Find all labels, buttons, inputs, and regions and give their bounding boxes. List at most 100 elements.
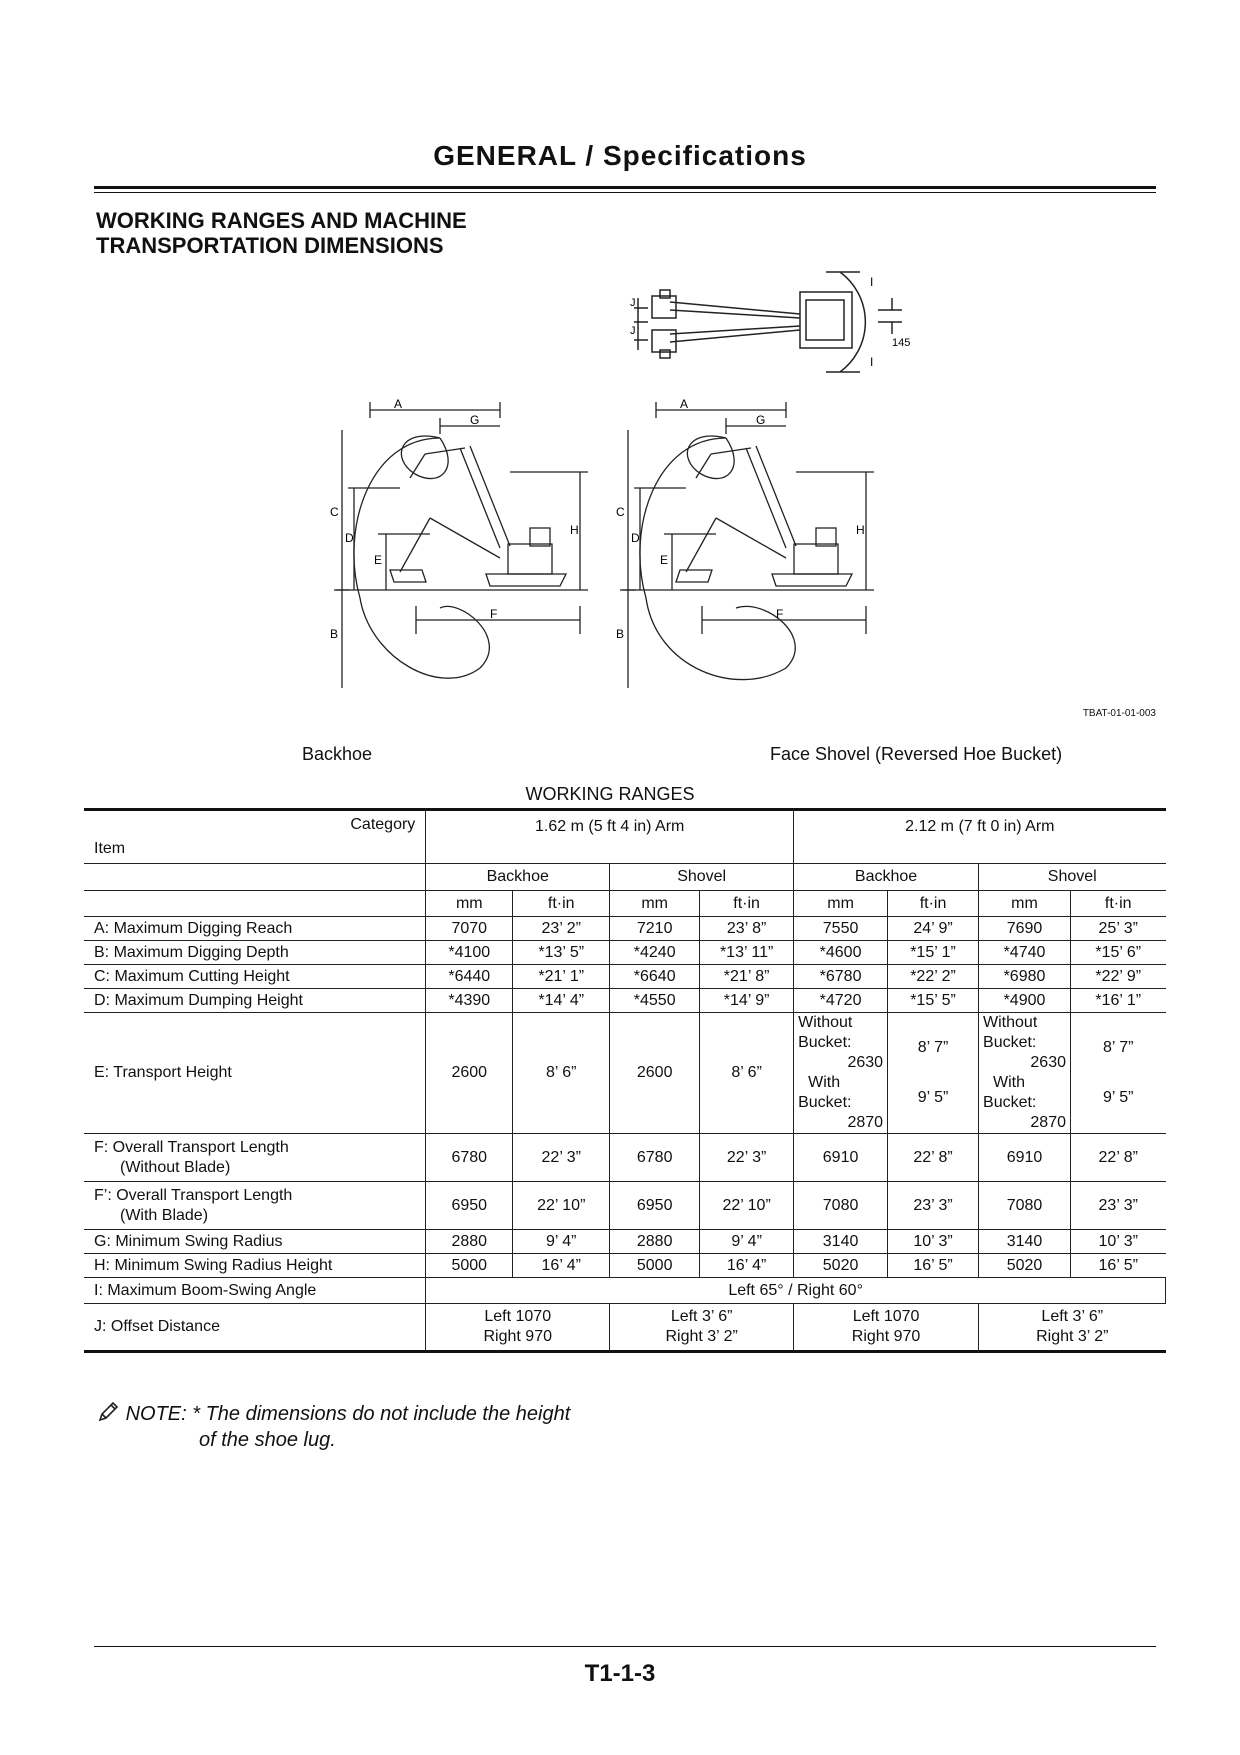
unit-mm: mm bbox=[793, 890, 889, 917]
cell: 6950 bbox=[425, 1181, 514, 1230]
empty-cell bbox=[84, 863, 427, 891]
offset-left: Left 3’ 6” bbox=[670, 1308, 733, 1325]
table-row: F’: Overall Transport Length(With Blade)… bbox=[84, 1181, 1166, 1230]
cell: *4100 bbox=[425, 940, 514, 965]
cell: *21’ 8” bbox=[699, 964, 795, 989]
label-g: G bbox=[470, 413, 479, 427]
cell: *6780 bbox=[793, 964, 889, 989]
cell: *4390 bbox=[425, 988, 514, 1013]
row-item: A: Maximum Digging Reach bbox=[84, 916, 427, 941]
shovel-header-2: Shovel bbox=[978, 863, 1166, 891]
top-view-diagram: I I J J 145 bbox=[630, 271, 910, 373]
cell: *4720 bbox=[793, 988, 889, 1013]
cell: 22’ 10” bbox=[512, 1181, 611, 1230]
with-label: With bbox=[993, 1074, 1026, 1091]
note-line-1: * The dimensions do not include the heig… bbox=[192, 1403, 571, 1425]
label-f: F bbox=[776, 607, 783, 621]
cell: *4600 bbox=[793, 940, 889, 965]
header-rule bbox=[94, 186, 1156, 189]
cell: 7080 bbox=[793, 1181, 889, 1230]
transport-height-ftin-cell: 8’ 7” 9’ 5” bbox=[1069, 1012, 1166, 1134]
offset-cell: Left 3’ 6” Right 3’ 2” bbox=[609, 1303, 795, 1353]
cell: 6950 bbox=[609, 1181, 701, 1230]
arm-1-header: 1.62 m (5 ft 4 in) Arm bbox=[425, 808, 795, 864]
cell: *16’ 1” bbox=[1069, 988, 1166, 1013]
cell: 16’ 4” bbox=[699, 1253, 795, 1278]
note: NOTE: * The dimensions do not include th… bbox=[96, 1400, 570, 1453]
caption-face-shovel: Face Shovel (Reversed Hoe Bucket) bbox=[770, 744, 1063, 764]
cell: 5000 bbox=[425, 1253, 514, 1278]
label-h: H bbox=[856, 523, 865, 537]
cell: 5020 bbox=[978, 1253, 1071, 1278]
label-a: A bbox=[680, 398, 688, 411]
transport-height-ftin-cell: 8’ 7” 9’ 5” bbox=[887, 1012, 980, 1134]
row-item-sub: (Without Blade) bbox=[120, 1158, 231, 1176]
label-c: C bbox=[616, 505, 625, 519]
offset-right: Right 3’ 2” bbox=[1036, 1328, 1109, 1345]
row-item: F: Overall Transport Length(Without Blad… bbox=[84, 1133, 427, 1182]
cell: 9’ 4” bbox=[699, 1229, 795, 1254]
label-c: C bbox=[330, 505, 339, 519]
row-item-label: F’: Overall Transport Length bbox=[94, 1186, 293, 1204]
unit-ftin: ft·in bbox=[699, 890, 795, 917]
table-row-transport-height: E: Transport Height 2600 8’ 6” 2600 8’ 6… bbox=[84, 1012, 1166, 1134]
empty-cell bbox=[84, 890, 427, 917]
cell: 16’ 5” bbox=[1069, 1253, 1166, 1278]
cell: 7210 bbox=[609, 916, 701, 941]
label-b: B bbox=[616, 627, 624, 641]
offset-cell: Left 3’ 6”Right 3’ 2” bbox=[978, 1303, 1166, 1353]
row-item: B: Maximum Digging Depth bbox=[84, 940, 427, 965]
unit-ftin: ft·in bbox=[1069, 890, 1166, 917]
item-label: Item bbox=[94, 840, 126, 857]
table-row: F: Overall Transport Length(Without Blad… bbox=[84, 1133, 1166, 1182]
cell: 16’ 5” bbox=[887, 1253, 980, 1278]
face-shovel-side-view: A G C D E H F B bbox=[616, 398, 874, 688]
cell: *15’ 6” bbox=[1069, 940, 1166, 965]
shovel-header-1: Shovel bbox=[609, 863, 795, 891]
label-g: G bbox=[756, 413, 765, 427]
cell: 7080 bbox=[978, 1181, 1071, 1230]
offset-left: Left 1070 bbox=[852, 1308, 920, 1325]
cell: *15’ 1” bbox=[887, 940, 980, 965]
note-label: NOTE: bbox=[125, 1403, 187, 1425]
row-item: D: Maximum Dumping Height bbox=[84, 988, 427, 1013]
transport-height-bucket-cell: Without Bucket: 2630 With Bucket: 2870 bbox=[978, 1012, 1071, 1134]
table-row-boom-swing: I: Maximum Boom-Swing Angle Left 65° / R… bbox=[84, 1277, 1166, 1304]
with-value: 2870 bbox=[1030, 1114, 1066, 1131]
figure-code: TBAT-01-01-003 bbox=[1082, 708, 1156, 719]
working-ranges-table: Category Item 1.62 m (5 ft 4 in) Arm 2.1… bbox=[84, 808, 1166, 1353]
offset-left: Left 1070 bbox=[484, 1308, 552, 1325]
with-ftin: 9’ 5” bbox=[1102, 1089, 1134, 1106]
caption-backhoe: Backhoe bbox=[302, 744, 373, 764]
cell: *4240 bbox=[609, 940, 701, 965]
label-offset-145: 145 bbox=[892, 337, 910, 349]
cell: 2600 bbox=[609, 1012, 701, 1134]
cell: 6910 bbox=[793, 1133, 889, 1182]
cell: 6780 bbox=[425, 1133, 514, 1182]
cell: *4740 bbox=[978, 940, 1071, 965]
unit-mm: mm bbox=[425, 890, 514, 917]
cell: 2880 bbox=[425, 1229, 514, 1254]
cell: 7690 bbox=[978, 916, 1071, 941]
transport-height-bucket-cell: Without Bucket: 2630 With Bucket: 2870 bbox=[793, 1012, 889, 1134]
offset-right: Right 970 bbox=[851, 1328, 921, 1345]
cell: *15’ 5” bbox=[887, 988, 980, 1013]
note-line-2: of the shoe lug. bbox=[199, 1429, 336, 1451]
cell: 22’ 8” bbox=[1069, 1133, 1166, 1182]
cell: 6780 bbox=[609, 1133, 701, 1182]
cell: 23’ 8” bbox=[699, 916, 795, 941]
cell: *13’ 11” bbox=[699, 940, 795, 965]
without-value: 2630 bbox=[847, 1054, 884, 1071]
cell: 3140 bbox=[978, 1229, 1071, 1254]
table-row: B: Maximum Digging Depth*4100*13’ 5”*424… bbox=[84, 940, 1166, 965]
cell: 22’ 8” bbox=[887, 1133, 980, 1182]
row-item: G: Minimum Swing Radius bbox=[84, 1229, 427, 1254]
unit-ftin: ft·in bbox=[887, 890, 980, 917]
offset-right: Right 3’ 2” bbox=[665, 1328, 738, 1345]
row-item: J: Offset Distance bbox=[84, 1303, 427, 1353]
header-row-units: mm ft·in mm ft·in mm ft·in mm ft·in bbox=[84, 890, 1166, 917]
cell: 25’ 3” bbox=[1069, 916, 1166, 941]
